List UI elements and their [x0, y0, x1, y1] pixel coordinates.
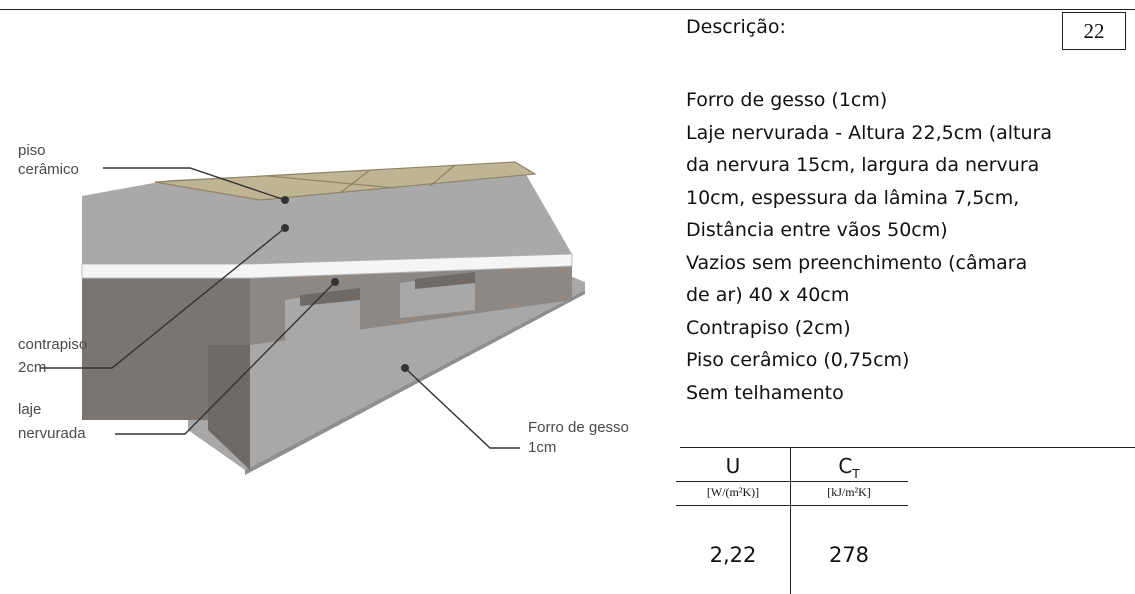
description-line: Forro de gesso (1cm)	[686, 89, 888, 111]
u-value: 2,22	[709, 543, 757, 567]
description-line: Piso cerâmico (0,75cm)	[686, 349, 910, 371]
ct-unit: [kJ/m²K]	[827, 485, 871, 499]
leader-laje	[115, 281, 336, 435]
leader-dot-contrapiso	[281, 224, 289, 232]
label-laje-2: nervurada	[18, 425, 86, 442]
description-line: de ar) 40 x 40cm	[686, 284, 850, 306]
label-contrapiso-1: contrapiso	[18, 336, 87, 353]
description-line: Laje nervurada - Altura 22,5cm (altura	[686, 121, 1053, 144]
void-shadow-2	[415, 272, 475, 289]
item-number: 22	[1083, 18, 1105, 43]
ct-symbol-sub: T	[852, 467, 860, 481]
description-text: Forro de gesso (1cm) Laje nervurada - Al…	[686, 84, 1131, 409]
leader-dot-forro	[401, 364, 409, 372]
description-line: Contrapiso (2cm)	[686, 316, 851, 339]
description-line: Sem telhamento	[686, 381, 844, 404]
label-contrapiso-2: 2cm	[18, 359, 46, 376]
ceiling-plate-edge	[245, 290, 585, 475]
leader-piso	[103, 167, 286, 201]
leader-forro	[404, 367, 520, 449]
slab-diagram: piso cerâmico contrapiso 2cm laje nervur…	[18, 142, 629, 475]
ceramic-tiles	[154, 161, 537, 201]
label-forro-2: 1cm	[528, 439, 556, 456]
leader-dot-laje	[331, 278, 339, 286]
description-line: Distância entre vãos 50cm)	[686, 219, 948, 241]
table-top-rule	[680, 447, 1135, 448]
label-laje-1: laje	[18, 401, 41, 418]
description-line: da nervura 15cm, largura da nervura	[686, 154, 1040, 176]
table-header-rule	[676, 481, 908, 482]
label-piso-2: cerâmico	[18, 161, 79, 178]
description-line: 10cm, espessura da lâmina 7,5cm,	[686, 186, 1020, 209]
ct-symbol: CT	[792, 454, 906, 481]
description-title: Descrição:	[686, 16, 786, 38]
label-piso-1: piso	[18, 142, 46, 159]
item-number-box: 22	[1062, 12, 1126, 50]
tile-joint-2	[339, 169, 371, 194]
u-unit: [W/(m²K)]	[706, 485, 760, 499]
u-symbol: U	[725, 454, 741, 478]
top-rule	[0, 9, 1135, 10]
ct-symbol-main: C	[838, 454, 853, 478]
rib-lower	[208, 345, 250, 470]
description-line: Vazios sem preenchimento (câmara	[686, 251, 1028, 274]
tile-joint-3	[429, 164, 456, 187]
leader-dot-piso	[281, 196, 289, 204]
tile-joint-1	[267, 175, 396, 189]
label-forro-1: Forro de gesso	[528, 419, 629, 436]
table-unit-rule	[676, 505, 908, 506]
leader-contrapiso	[40, 227, 286, 369]
table-column-divider	[790, 447, 791, 594]
ct-value: 278	[828, 543, 870, 567]
